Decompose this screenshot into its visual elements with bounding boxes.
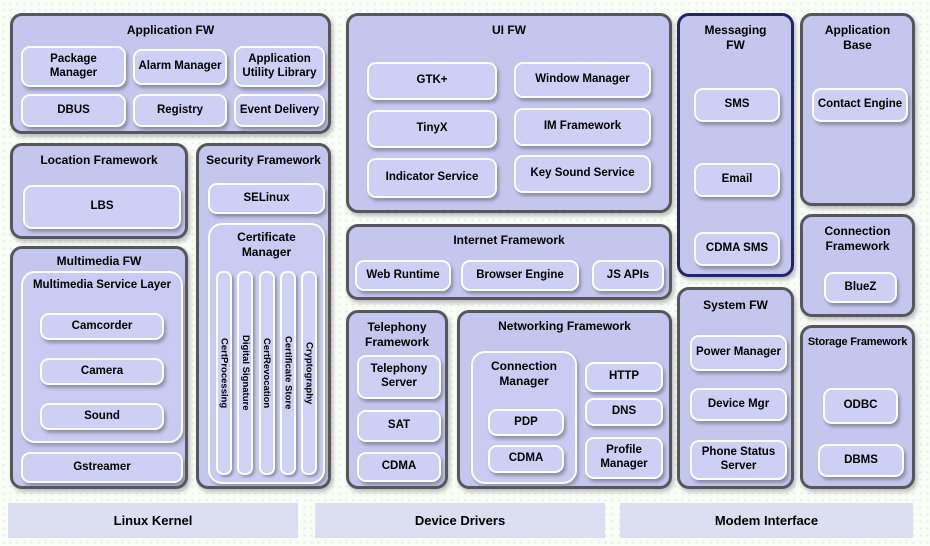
module-dbms: DBMS: [818, 444, 904, 477]
module-lbs: LBS: [23, 185, 181, 229]
panel-ui-fw: UI FW GTK+ Window Manager TinyX IM Frame…: [346, 13, 672, 213]
module-contact-engine: Contact Engine: [812, 88, 908, 122]
module-cert-processing: CertProcessing: [216, 271, 232, 475]
module-key-sound-service: Key Sound Service: [514, 155, 651, 193]
module-event-delivery: Event Delivery: [234, 94, 325, 127]
panel-system-fw: System FW Power Manager Device Mgr Phone…: [677, 287, 794, 489]
module-browser-engine: Browser Engine: [461, 260, 579, 291]
module-digital-signature: Digital Signature: [237, 271, 254, 475]
module-package-manager: Package Manager: [21, 46, 126, 87]
module-odbc: ODBC: [823, 388, 898, 424]
module-web-runtime: Web Runtime: [355, 260, 451, 291]
panel-title-telephony-framework: Telephony Framework: [364, 320, 430, 349]
module-email: Email: [694, 163, 780, 197]
module-profile-manager: Profile Manager: [585, 437, 663, 479]
module-dbus: DBUS: [21, 94, 126, 127]
group-title-certificate-manager: Certificate Manager: [237, 230, 296, 259]
panel-title-location-framework: Location Framework: [40, 153, 158, 167]
layer-device-drivers: Device Drivers: [315, 503, 605, 538]
module-pdp: PDP: [488, 409, 564, 436]
module-cert-revocation: CertRevocation: [258, 271, 275, 475]
module-im-framework: IM Framework: [514, 108, 651, 146]
module-device-mgr: Device Mgr: [690, 388, 787, 421]
module-window-manager: Window Manager: [514, 62, 651, 98]
panel-title-security-framework: Security Framework: [206, 153, 321, 167]
panel-title-storage-framework: Storage Framework: [807, 336, 908, 348]
group-connection-manager: Connection Manager PDP CDMA: [471, 351, 577, 484]
panel-application-base: Application Base Contact Engine: [800, 13, 915, 206]
module-sound: Sound: [40, 403, 164, 430]
module-telephony-server: Telephony Server: [357, 355, 441, 399]
panel-title-networking-framework: Networking Framework: [498, 319, 631, 333]
module-js-apis: JS APIs: [592, 260, 664, 291]
module-networking-cdma: CDMA: [488, 445, 564, 473]
panel-messaging-fw: Messaging FW SMS Email CDMA SMS: [677, 13, 794, 277]
module-camera: Camera: [40, 358, 164, 385]
panel-title-application-base: Application Base: [824, 23, 891, 52]
module-alarm-manager: Alarm Manager: [133, 49, 227, 85]
module-sat: SAT: [357, 410, 441, 442]
module-tinyx: TinyX: [367, 110, 497, 148]
group-title-connection-manager: Connection Manager: [491, 359, 557, 388]
panel-title-internet-framework: Internet Framework: [453, 233, 565, 247]
certificate-manager-columns: CertProcessing Digital Signature CertRev…: [216, 271, 317, 475]
module-cryptography: Cryptography: [301, 271, 317, 475]
module-gstreamer: Gstreamer: [21, 452, 183, 483]
module-dns: DNS: [585, 398, 663, 426]
panel-networking-framework: Networking Framework Connection Manager …: [457, 310, 672, 489]
module-selinux: SELinux: [208, 183, 325, 214]
module-registry: Registry: [133, 94, 227, 127]
panel-multimedia-fw: Multimedia FW Multimedia Service Layer C…: [10, 246, 188, 489]
module-phone-status-server: Phone Status Server: [690, 440, 787, 480]
group-multimedia-service-layer: Multimedia Service Layer Camcorder Camer…: [21, 271, 183, 443]
module-cdma-sms: CDMA SMS: [694, 232, 780, 266]
panel-application-fw: Application FW Package Manager Alarm Man…: [10, 13, 331, 134]
module-http: HTTP: [585, 362, 663, 392]
module-camcorder: Camcorder: [40, 313, 164, 340]
panel-security-framework: Security Framework SELinux Certificate M…: [196, 143, 331, 489]
layer-modem-interface: Modem Interface: [620, 503, 913, 538]
module-sms: SMS: [694, 88, 780, 122]
panel-connection-framework: Connection Framework BlueZ: [800, 214, 915, 317]
module-application-utility-library: Application Utility Library: [234, 46, 325, 87]
group-title-multimedia-service-layer: Multimedia Service Layer: [32, 279, 172, 291]
panel-internet-framework: Internet Framework Web Runtime Browser E…: [346, 224, 672, 300]
panel-title-connection-framework: Connection Framework: [824, 224, 891, 253]
module-gtk: GTK+: [367, 62, 497, 100]
panel-telephony-framework: Telephony Framework Telephony Server SAT…: [346, 310, 448, 489]
panel-title-multimedia-fw: Multimedia FW: [56, 254, 142, 268]
layer-linux-kernel: Linux Kernel: [8, 503, 298, 538]
module-indicator-service: Indicator Service: [367, 158, 497, 198]
panel-title-application-fw: Application FW: [126, 23, 215, 37]
panel-title-ui-fw: UI FW: [492, 23, 526, 37]
module-bluez: BlueZ: [824, 272, 897, 303]
group-certificate-manager: Certificate Manager CertProcessing Digit…: [208, 223, 325, 484]
module-power-manager: Power Manager: [690, 335, 787, 371]
panel-storage-framework: Storage Framework ODBC DBMS: [800, 325, 915, 489]
module-certificate-store: Certificate Store: [279, 271, 296, 475]
module-telephony-cdma: CDMA: [357, 452, 441, 482]
panel-title-system-fw: System FW: [703, 298, 768, 312]
panel-title-messaging-fw: Messaging FW: [704, 23, 767, 52]
panel-location-framework: Location Framework LBS: [10, 143, 188, 239]
